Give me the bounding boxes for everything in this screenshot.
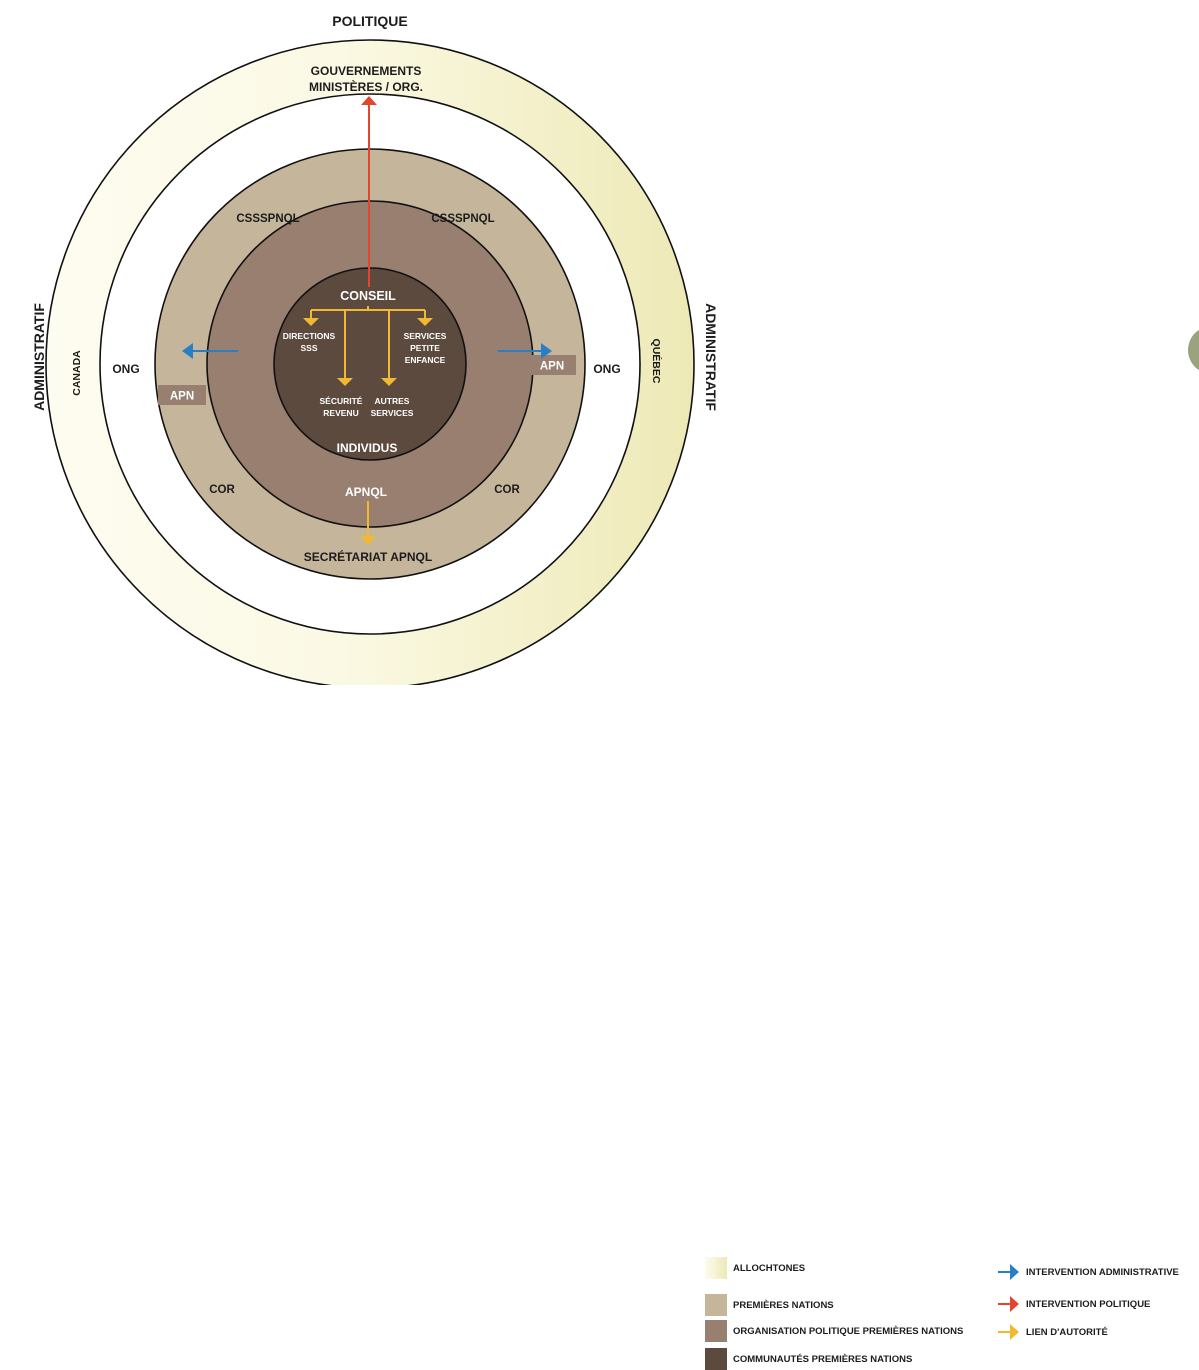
apn-box-left <box>158 385 206 405</box>
label-individus: INDIVIDUS <box>337 441 398 455</box>
label-cor-left: COR <box>209 484 235 496</box>
legend-label-lien-autorite: LIEN D'AUTORITÉ <box>1026 1326 1108 1338</box>
legend-item-communautes: COMMUNAUTÉS PREMIÈRES NATIONS <box>705 1348 912 1370</box>
authority-arrow-directions <box>303 318 319 326</box>
swatch-allochtones <box>705 1257 727 1279</box>
label-directions-1: DIRECTIONS <box>283 331 336 341</box>
admin-arrow-right-head <box>541 343 552 359</box>
swatch-organisation <box>705 1320 727 1342</box>
legend-label-communautes: COMMUNAUTÉS PREMIÈRES NATIONS <box>733 1353 913 1365</box>
legend-label-organisation: ORGANISATION POLITIQUE PREMIÈRES NATIONS <box>733 1325 964 1337</box>
label-autres-2: SERVICES <box>371 408 414 418</box>
legend-label-premieres-nations: PREMIÈRES NATIONS <box>733 1299 834 1311</box>
swatch-premieres-nations <box>705 1294 727 1316</box>
label-ministeres: MINISTÈRES / ORG. <box>309 79 423 94</box>
legend-label-allochtones: ALLOCHTONES <box>733 1262 806 1274</box>
political-arrow-icon <box>998 1296 1019 1312</box>
swatch-communautes <box>705 1348 727 1370</box>
admin-arrow-left-head <box>182 343 193 359</box>
diagram-stage: POLITIQUE ADMINISTRATIF ADMINISTRATIF GO… <box>31 13 1199 1370</box>
label-canada: CANADA <box>71 350 83 396</box>
label-conseil: CONSEIL <box>340 289 396 303</box>
label-ong-left: ONG <box>112 362 139 376</box>
admin-arrow-icon <box>998 1264 1019 1280</box>
legend-item-lien-autorite: LIEN D'AUTORITÉ <box>996 1321 1108 1343</box>
label-apn-right: APN <box>540 361 564 373</box>
authority-arrow-secretariat <box>360 536 376 545</box>
label-administratif-left: ADMINISTRATIF <box>31 303 47 411</box>
governance-diagram: POLITIQUE ADMINISTRATIF ADMINISTRATIF GO… <box>31 13 1199 689</box>
legend-item-intervention-admin: INTERVENTION ADMINISTRATIVE <box>996 1261 1179 1283</box>
label-securite-2: REVENU <box>323 408 358 418</box>
label-ong-right: ONG <box>593 362 620 376</box>
political-arrow-head <box>361 96 377 105</box>
apn-box-right <box>528 355 576 375</box>
authority-arrow-securite <box>337 378 353 386</box>
label-csss-right: CSSSPNQL <box>431 213 494 225</box>
label-administratif-right: ADMINISTRATIF <box>703 303 719 411</box>
label-csss-left: CSSSPNQL <box>236 213 299 225</box>
authority-arrow-autres <box>381 378 397 386</box>
legend-item-organisation: ORGANISATION POLITIQUE PREMIÈRES NATIONS <box>705 1320 963 1342</box>
label-gouvernements: GOUVERNEMENTS <box>311 64 422 78</box>
legend-label-intervention-pol: INTERVENTION POLITIQUE <box>1026 1298 1151 1310</box>
label-services-3: ENFANCE <box>405 355 446 365</box>
label-secretariat: SECRÉTARIAT APNQL <box>304 549 432 564</box>
legend-item-allochtones: ALLOCHTONES <box>705 1257 805 1279</box>
label-apn-left: APN <box>170 391 194 403</box>
decorative-emblem <box>1188 329 1199 371</box>
authority-tree <box>310 306 426 378</box>
legend-label-intervention-admin: INTERVENTION ADMINISTRATIVE <box>1026 1266 1179 1278</box>
label-securite-1: SÉCURITÉ <box>320 396 363 406</box>
label-services-1: SERVICES <box>404 331 447 341</box>
label-cor-right: COR <box>494 484 520 496</box>
authority-arrow-icon <box>998 1324 1019 1340</box>
legend-item-intervention-pol: INTERVENTION POLITIQUE <box>996 1293 1150 1315</box>
legend-item-premieres-nations: PREMIÈRES NATIONS <box>705 1294 834 1316</box>
label-autres-1: AUTRES <box>375 396 410 406</box>
label-directions-2: SSS <box>300 343 317 353</box>
authority-arrow-services <box>417 318 433 326</box>
label-services-2: PETITE <box>410 343 440 353</box>
label-politique: POLITIQUE <box>332 13 407 29</box>
label-quebec: QUÉBEC <box>650 339 663 384</box>
label-apnql: APNQL <box>345 485 387 499</box>
